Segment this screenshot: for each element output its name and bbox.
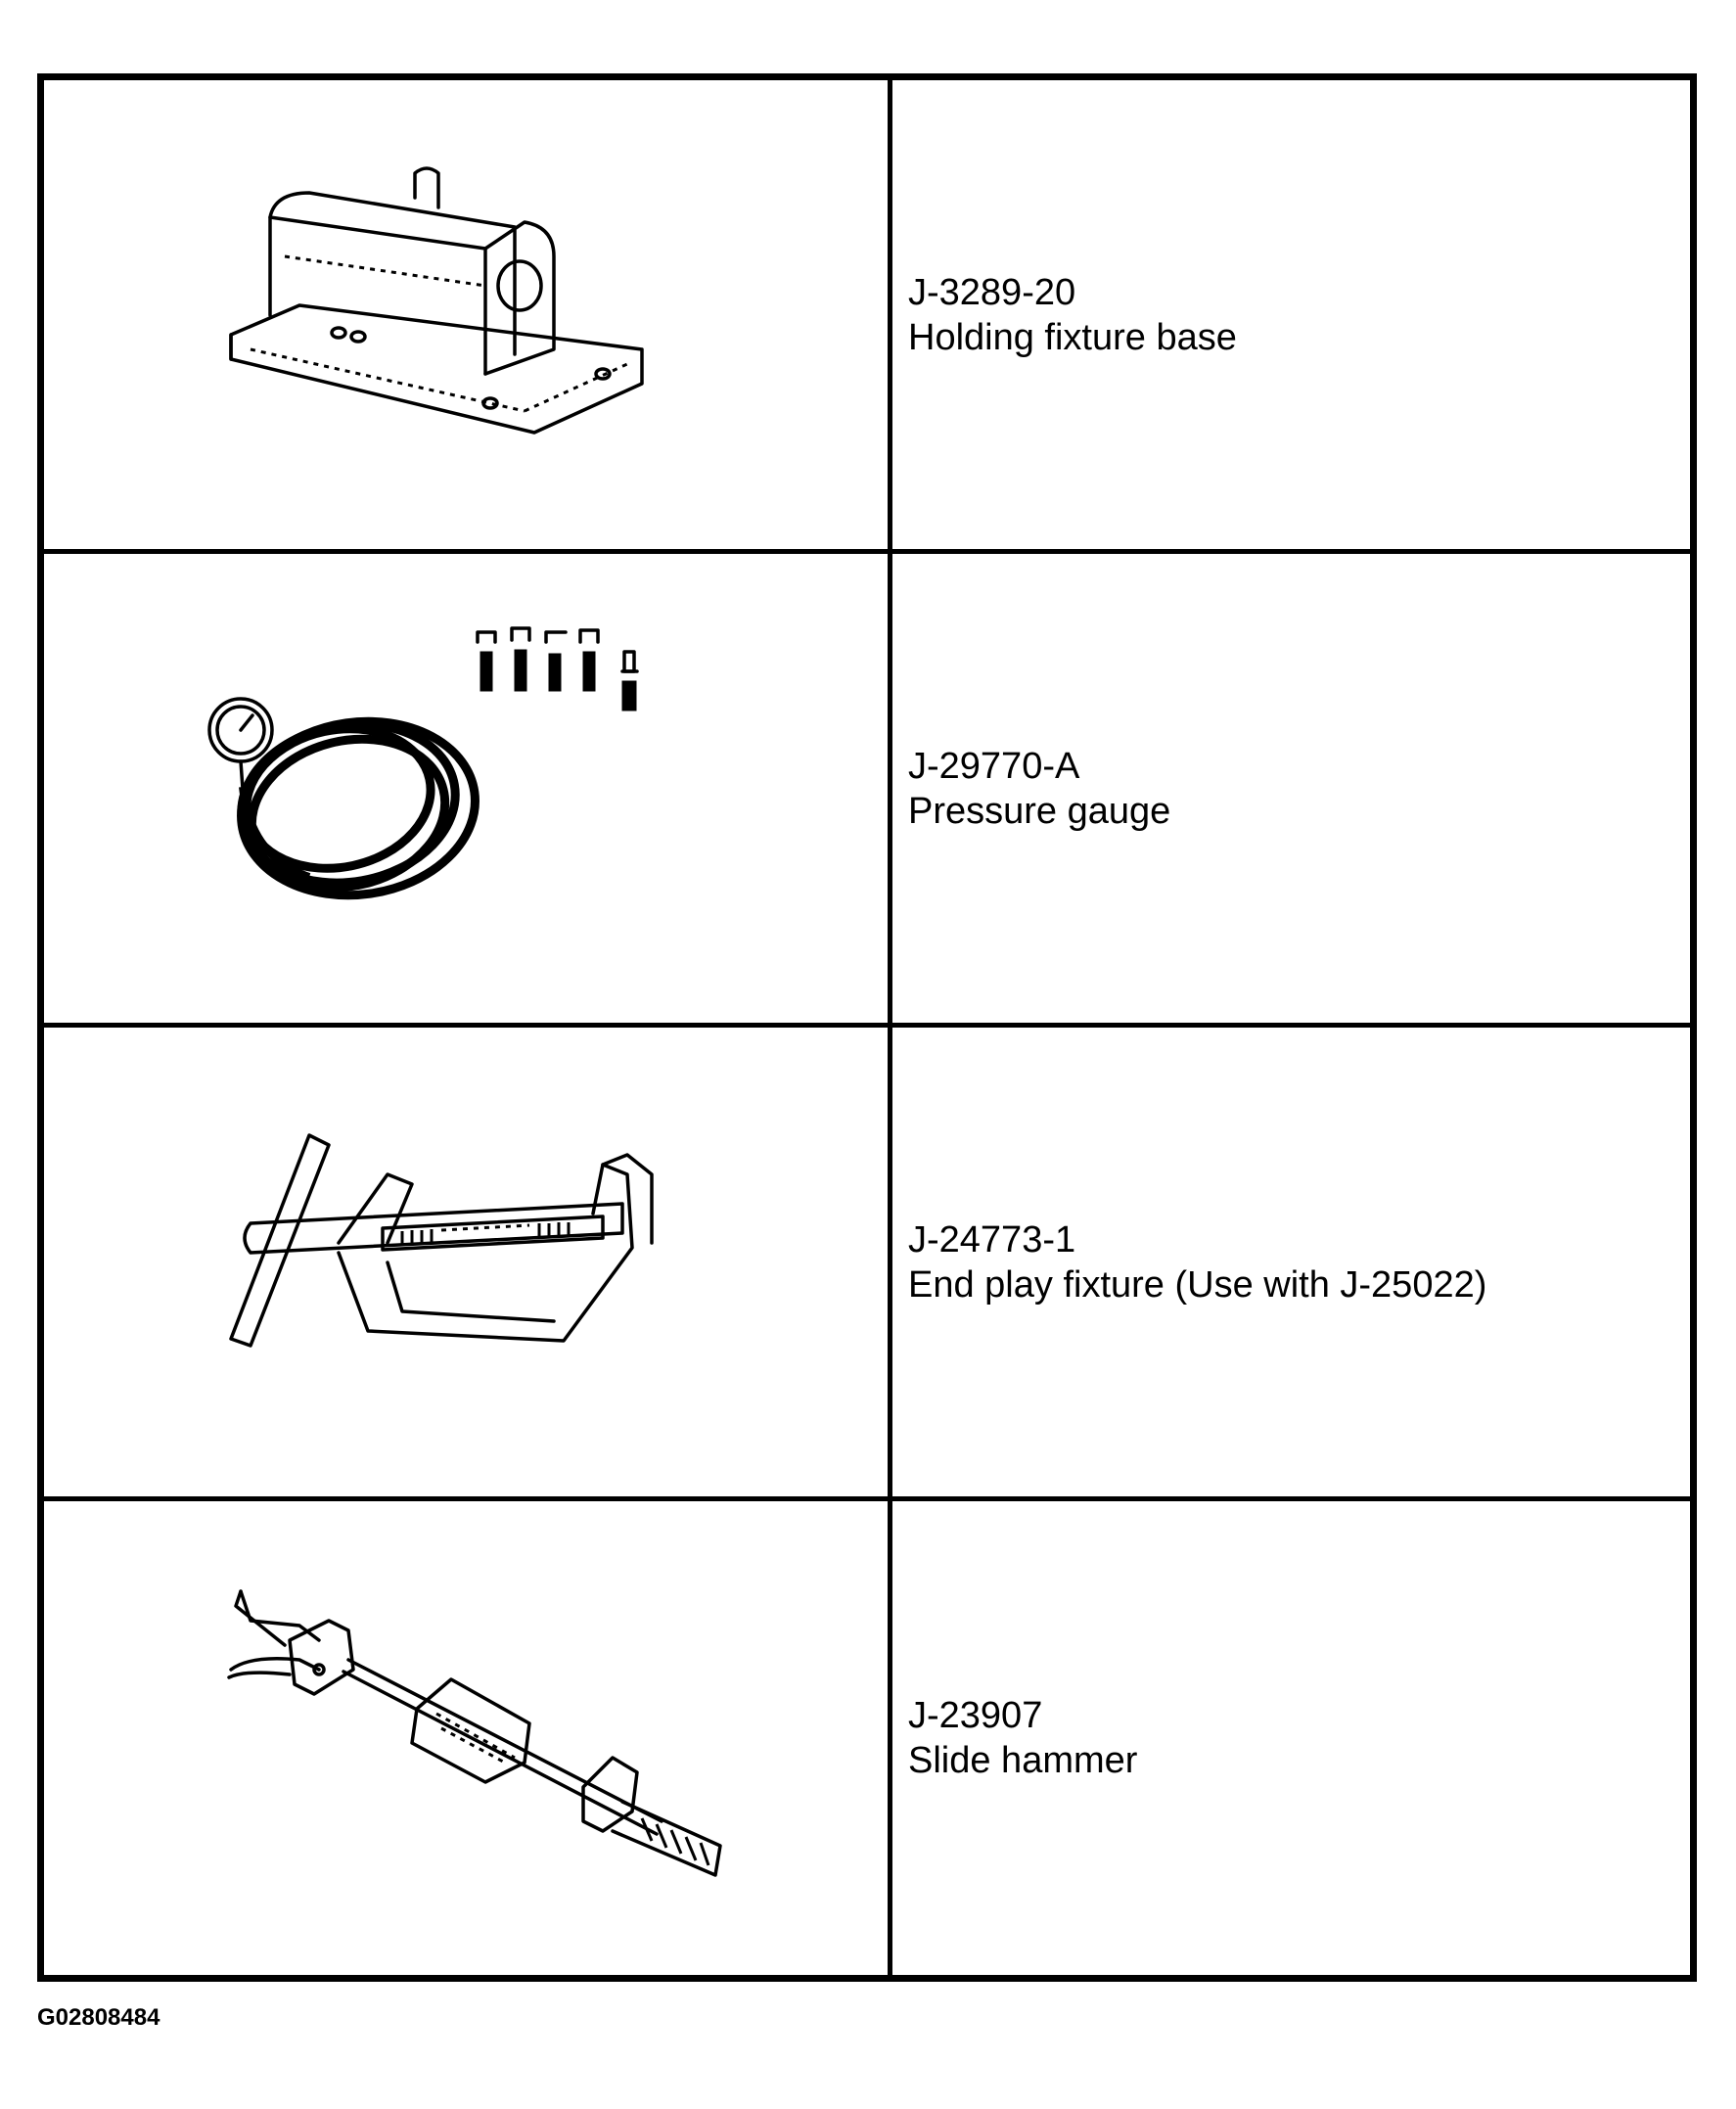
pressure-gauge-icon	[207, 625, 639, 899]
tool-text-cell: J-24773-1 End play fixture (Use with J-2…	[892, 1028, 1690, 1501]
tool-image-cell	[44, 1501, 888, 1975]
end-play-fixture-icon	[229, 1132, 654, 1348]
tool-table: J-3289-20 Holding fixture base	[37, 73, 1697, 1982]
holding-fixture-base-icon	[229, 165, 644, 435]
tool-text-cell: J-3289-20 Holding fixture base	[892, 80, 1690, 554]
column-divider	[888, 554, 892, 1028]
tool-number: J-29770-A	[908, 745, 1080, 787]
tool-number: J-3289-20	[908, 271, 1076, 313]
tool-text-cell: J-23907 Slide hammer	[892, 1501, 1690, 1975]
column-divider	[888, 1028, 892, 1501]
tool-description: Pressure gauge	[908, 790, 1171, 832]
tool-description: End play fixture (Use with J-25022)	[908, 1263, 1487, 1306]
figure-id: G02808484	[37, 2004, 160, 2031]
tool-image-cell	[44, 80, 888, 554]
tool-image-cell	[44, 1028, 888, 1501]
tool-description: Slide hammer	[908, 1740, 1138, 1781]
tool-text-cell: J-29770-A Pressure gauge	[892, 554, 1690, 1028]
tool-number: J-23907	[908, 1695, 1043, 1736]
tool-image-cell	[44, 554, 888, 1028]
column-divider	[888, 80, 892, 554]
column-divider	[888, 1501, 892, 1975]
tool-number: J-24773-1	[908, 1218, 1076, 1261]
tool-description: Holding fixture base	[908, 316, 1237, 358]
slide-hammer-icon	[227, 1589, 722, 1877]
